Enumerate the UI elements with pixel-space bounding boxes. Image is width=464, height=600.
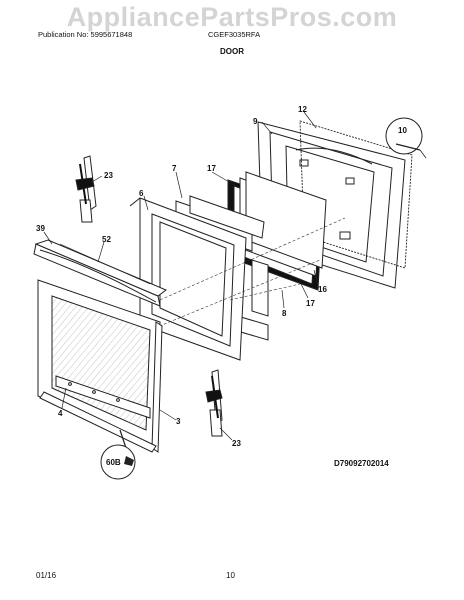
assembly-guide-lines [149,217,346,331]
part-label-4: 4 [58,409,63,418]
part-label-7: 7 [172,164,177,173]
part-label-6: 6 [139,189,144,198]
leader-lines [43,111,319,441]
footer-date: 01/16 [36,571,57,580]
part-label-23-top: 23 [104,171,113,180]
part-label-39: 39 [36,224,45,233]
diagram-code: D79092702014 [334,459,389,468]
part-label-3: 3 [176,417,181,426]
door-hinge-lower [205,369,223,437]
part-label-8: 8 [282,309,287,318]
part-label-16: 16 [318,285,327,294]
part-label-52: 52 [102,235,111,244]
door-handle [33,239,167,307]
part-label-17-top: 17 [207,164,216,173]
part-label-17-bottom: 17 [306,299,315,308]
door-bottom-trim [55,375,151,419]
model-number: CGEF3035RFA [208,30,261,39]
door-hinge-upper [75,155,97,223]
page-number: 10 [226,571,235,580]
part-label-12: 12 [298,105,307,114]
section-title: DOOR [220,47,244,56]
part-label-60b: 60B [106,458,121,467]
screw-callout-10 [385,117,427,159]
publication-number: Publication No: 5995671848 [38,30,133,39]
part-label-10: 10 [398,126,407,135]
part-label-23-bottom: 23 [232,439,241,448]
watermark: AppliancePartsPros.com [66,2,398,32]
window-glass-pack [227,171,327,291]
part-label-9: 9 [253,117,258,126]
screw-callout-60b [100,429,136,480]
